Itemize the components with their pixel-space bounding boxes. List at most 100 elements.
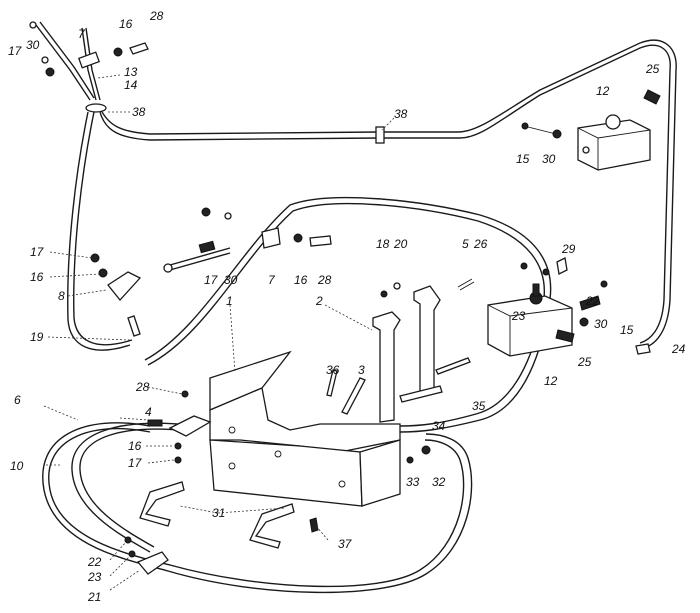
callout-34: 34: [432, 419, 446, 433]
plug-25-lower: [555, 329, 575, 343]
callout-13: 13: [124, 65, 138, 79]
clamp-21-group: [124, 536, 169, 575]
callout-2: 2: [315, 294, 323, 308]
clamp-38-mid: [375, 126, 385, 144]
cable-routing: [42, 39, 677, 594]
callout-14: 14: [124, 78, 138, 92]
plate-5: [413, 285, 441, 393]
callout-29: 29: [561, 242, 576, 256]
clamp-4: [168, 415, 212, 437]
bolt-19: [127, 315, 141, 337]
callout-33: 33: [406, 475, 420, 489]
callout-16-low: 16: [128, 439, 142, 453]
callout-17-mid: 17: [204, 273, 219, 287]
callout-7-mid: 7: [268, 273, 276, 287]
callout-35: 35: [472, 399, 486, 413]
top-left-bundle: [29, 21, 149, 113]
callout-30-mid: 30: [224, 273, 238, 287]
plug-25-upper: [643, 89, 661, 105]
callout-37: 37: [338, 537, 353, 551]
washer-16-left: [98, 268, 108, 278]
bracket-8: [107, 271, 142, 302]
callout-25-lower: 25: [577, 355, 592, 369]
callout-25-upper: 25: [645, 62, 660, 76]
screw-22-bottom: [124, 536, 132, 544]
callout-28-mid: 28: [317, 273, 332, 287]
callout-6: 6: [14, 393, 21, 407]
washer-30-lower: [579, 317, 589, 327]
nut-18: [380, 290, 388, 298]
callout-28-top: 28: [149, 9, 164, 23]
washer-23-bottom: [128, 550, 136, 558]
u-bolts-31: [139, 481, 319, 549]
bracket-7-mid: [261, 227, 281, 249]
screw-28-right: [600, 280, 608, 288]
callout-3: 3: [358, 363, 365, 377]
clip-29: [556, 257, 568, 275]
callout-18: 18: [376, 237, 390, 251]
callout-22-right: 22: [585, 294, 600, 308]
bolt-36: [326, 369, 338, 397]
callout-36: 36: [326, 363, 340, 377]
nut-17-mid: [201, 207, 211, 217]
washer-30-upper: [552, 129, 562, 139]
bolt-35: [435, 357, 471, 375]
clamp-38-left: [85, 103, 107, 113]
callout-15-lower: 15: [620, 323, 634, 337]
callout-17-low: 17: [128, 456, 143, 470]
callout-17-top: 17: [8, 44, 23, 58]
bolt-5: [457, 278, 475, 291]
nut-17-top: [45, 67, 55, 77]
callout-26: 26: [473, 237, 488, 251]
callout-23-right: 23: [511, 309, 526, 323]
callout-4: 4: [145, 405, 152, 419]
callout-7-top: 7: [78, 27, 86, 41]
plates-2-5: [372, 278, 475, 423]
callout-24: 24: [671, 342, 686, 356]
screw-15-upper: [521, 122, 529, 130]
callout-8: 8: [58, 289, 65, 303]
washer-30-top: [41, 56, 49, 64]
nut-32: [421, 445, 431, 455]
callout-30-top: 30: [26, 38, 40, 52]
callout-16-top: 16: [119, 17, 133, 31]
nut-23-lower: [542, 268, 550, 276]
spring-34: [399, 385, 443, 403]
nut-26: [520, 262, 528, 270]
housing-12-upper: [521, 89, 661, 171]
callout-16-mid: 16: [294, 273, 308, 287]
bracket-8-group: [90, 253, 142, 337]
pin-22-lower: [579, 295, 601, 311]
callout-31: 31: [212, 506, 225, 520]
callout-19: 19: [30, 330, 44, 344]
callout-23-bottom: 23: [87, 570, 102, 584]
callout-15-upper: 15: [516, 152, 530, 166]
callout-30-lower: 30: [594, 317, 608, 331]
bolt-28-mid: [309, 235, 332, 247]
rod-assembly: [163, 207, 332, 273]
clamp-4-group: [147, 390, 212, 464]
clamp-21: [136, 551, 169, 575]
washer-16-mid: [293, 233, 303, 243]
washer-20: [393, 282, 401, 290]
bolt-3: [341, 377, 366, 415]
washer-33: [406, 456, 414, 464]
cable-end-4: [147, 419, 163, 427]
housing-12-lower: [487, 257, 651, 357]
callout-17-left: 17: [30, 245, 45, 259]
washer-16-low: [174, 442, 182, 450]
washer-30-mid: [224, 212, 232, 220]
bolt-28-top: [129, 42, 149, 55]
callout-labels: 1 2 3 4 5 6 7 7 8 10 12 12 13 14 15 15 1…: [8, 9, 686, 604]
nut-17-left: [90, 253, 100, 263]
callout-38-mid: 38: [394, 107, 408, 121]
grommet-24: [635, 343, 651, 355]
callout-12-lower: 12: [544, 374, 558, 388]
frame-1: [209, 350, 431, 507]
callout-32: 32: [432, 475, 446, 489]
callout-5: 5: [462, 237, 469, 251]
bolt-28-left: [181, 390, 189, 398]
connector-7-top: [77, 51, 101, 69]
